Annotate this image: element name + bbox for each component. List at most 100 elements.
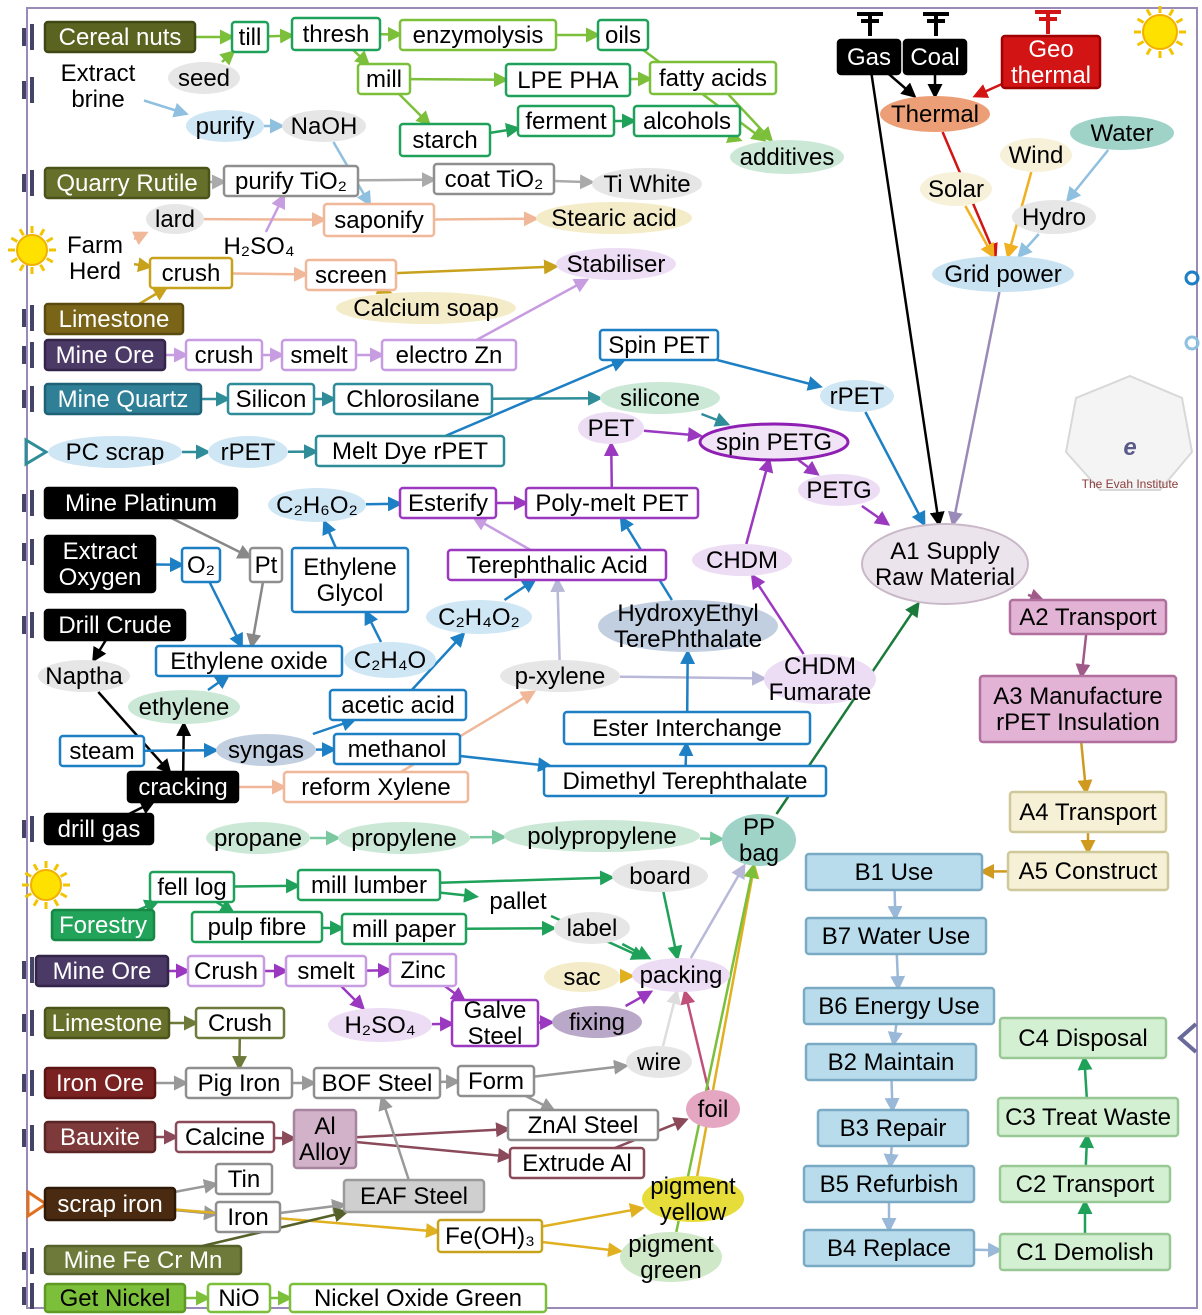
node-label: fatty acids bbox=[659, 65, 767, 92]
node-label: rPET bbox=[221, 439, 276, 466]
flow-arrow-smelt2-to-h2so4b bbox=[340, 985, 366, 1011]
flow-arrow-extract_brine-to-purify bbox=[143, 99, 189, 118]
flow-arrow-purifytio2-to-coattio2 bbox=[357, 172, 437, 188]
node-label: steam bbox=[69, 738, 134, 765]
flow-arrow-a3-to-a4 bbox=[1077, 741, 1093, 795]
node-label: Chlorosilane bbox=[346, 386, 479, 413]
plug-icon bbox=[1035, 10, 1061, 34]
node-label: C₂H₆O₂ bbox=[276, 492, 358, 519]
flow-arrow-forestry-to-felllog bbox=[137, 899, 160, 914]
node-label: crush bbox=[195, 342, 254, 369]
flow-arrow-lard-to-saponify bbox=[203, 212, 327, 228]
node-casoap: Calcium soap bbox=[336, 292, 516, 324]
node-c4: C4 Disposal bbox=[998, 1016, 1168, 1060]
node-label: ferment bbox=[525, 108, 607, 135]
node-pulpfibre: pulp fibre bbox=[190, 910, 324, 944]
flow-arrow-milllumber-to-pallet bbox=[439, 887, 479, 903]
flow-arrow-c2-to-c3 bbox=[1079, 1133, 1095, 1167]
source-plug-icon bbox=[22, 342, 34, 368]
node-scrapiron: scrap iron bbox=[43, 1186, 177, 1222]
node-label: coat TiO₂ bbox=[445, 166, 544, 193]
flow-arrow-c3-to-c4 bbox=[1077, 1055, 1093, 1099]
flow-arrow-spinpet-to-rpet_top bbox=[716, 358, 823, 391]
node-crush2: crush bbox=[184, 338, 264, 372]
flow-arrow-alalloy-to-znal bbox=[355, 1122, 511, 1139]
svg-text:The Evah Institute: The Evah Institute bbox=[1082, 477, 1179, 491]
node-ferment: ferment bbox=[516, 104, 616, 138]
node-feoh3: Fe(OH)₃ bbox=[436, 1218, 544, 1254]
flow-arrow-b1-to-b7 bbox=[887, 889, 903, 921]
node-label: Tin bbox=[228, 1166, 260, 1193]
node-felllog: fell log bbox=[148, 870, 236, 904]
flow-arrow-gas-to-thermal bbox=[887, 73, 917, 98]
node-spinpetg: spin PETG bbox=[698, 422, 850, 462]
node-propylene: propylene bbox=[338, 822, 470, 854]
node-label: Wind bbox=[1009, 142, 1064, 169]
node-lpepha: LPE PHA bbox=[504, 62, 632, 98]
node-label: polypropylene bbox=[527, 823, 676, 850]
node-stabiliser: Stabiliser bbox=[556, 248, 676, 280]
node-wire: wire bbox=[626, 1046, 692, 1078]
node-label: C4 Disposal bbox=[1018, 1025, 1147, 1052]
flow-arrow-board-to-packing bbox=[662, 891, 683, 961]
node-crush3: Crush bbox=[186, 954, 266, 988]
node-thresh: thresh bbox=[290, 16, 382, 52]
node-bauxite: Bauxite bbox=[43, 1120, 157, 1154]
node-mineore2: Mine Ore bbox=[34, 954, 170, 988]
node-mineplat: Mine Platinum bbox=[43, 486, 239, 520]
flow-arrow-c2h4o2-to-terephth bbox=[503, 578, 537, 602]
flow-arrow-thresh-to-mill bbox=[352, 49, 371, 67]
flow-arrow-b2-to-b3 bbox=[884, 1079, 900, 1113]
node-naptha: Naptha bbox=[38, 660, 130, 692]
node-coal: Coal bbox=[902, 38, 968, 76]
flow-arrow-c2h4o-to-ethglycol bbox=[364, 609, 383, 643]
node-esterinter: Ester Interchange bbox=[562, 710, 812, 746]
node-smelt1: smelt bbox=[280, 338, 358, 372]
node-nog: Nickel Oxide Green bbox=[288, 1282, 548, 1314]
flow-arrow-wire-to-packing bbox=[661, 989, 682, 1047]
node-label: packing bbox=[640, 962, 723, 989]
node-label: crush bbox=[162, 260, 221, 287]
node-gas: Gas bbox=[836, 38, 902, 76]
node-label: NiO bbox=[218, 1285, 259, 1312]
node-limestone1: Limestone bbox=[43, 302, 185, 336]
flow-arrow-petg-to-a1 bbox=[861, 504, 891, 526]
flow-arrow-methanol-to-dmt bbox=[459, 754, 553, 773]
node-label: purify bbox=[196, 113, 255, 140]
node-label: A5 Construct bbox=[1019, 858, 1158, 885]
node-label: till bbox=[239, 24, 262, 51]
node-eafsteel: EAF Steel bbox=[342, 1178, 486, 1214]
node-label: Calcine bbox=[185, 1124, 265, 1151]
node-label: mill paper bbox=[352, 916, 456, 943]
node-b1: B1 Use bbox=[804, 852, 984, 892]
node-label: A4 Transport bbox=[1019, 799, 1157, 826]
node-label: oils bbox=[605, 22, 641, 49]
node-tiwhite: Ti White bbox=[592, 168, 702, 200]
node-label: PET bbox=[588, 415, 635, 442]
flow-arrow-drillcrude-to-naptha bbox=[92, 639, 107, 663]
node-label: silicone bbox=[620, 385, 700, 412]
node-c2h4o2: C₂H₄O₂ bbox=[426, 600, 532, 634]
node-screen: screen bbox=[304, 258, 398, 292]
node-purifytio2: purify TiO₂ bbox=[222, 164, 360, 198]
node-millpaper: mill paper bbox=[340, 912, 468, 946]
flow-arrow-naptha-to-cracking bbox=[97, 691, 172, 775]
node-rpet-top: rPET bbox=[820, 380, 894, 412]
node-label: Ester Interchange bbox=[592, 715, 781, 742]
node-label: Ethylene oxide bbox=[170, 648, 327, 675]
node-label: C₂H₄O bbox=[354, 647, 426, 674]
source-plug-icon bbox=[22, 957, 34, 983]
node-fixing: fixing bbox=[552, 1006, 642, 1038]
node-chlorosilane: Chlorosilane bbox=[332, 382, 494, 416]
node-petg: PETG bbox=[798, 474, 880, 506]
